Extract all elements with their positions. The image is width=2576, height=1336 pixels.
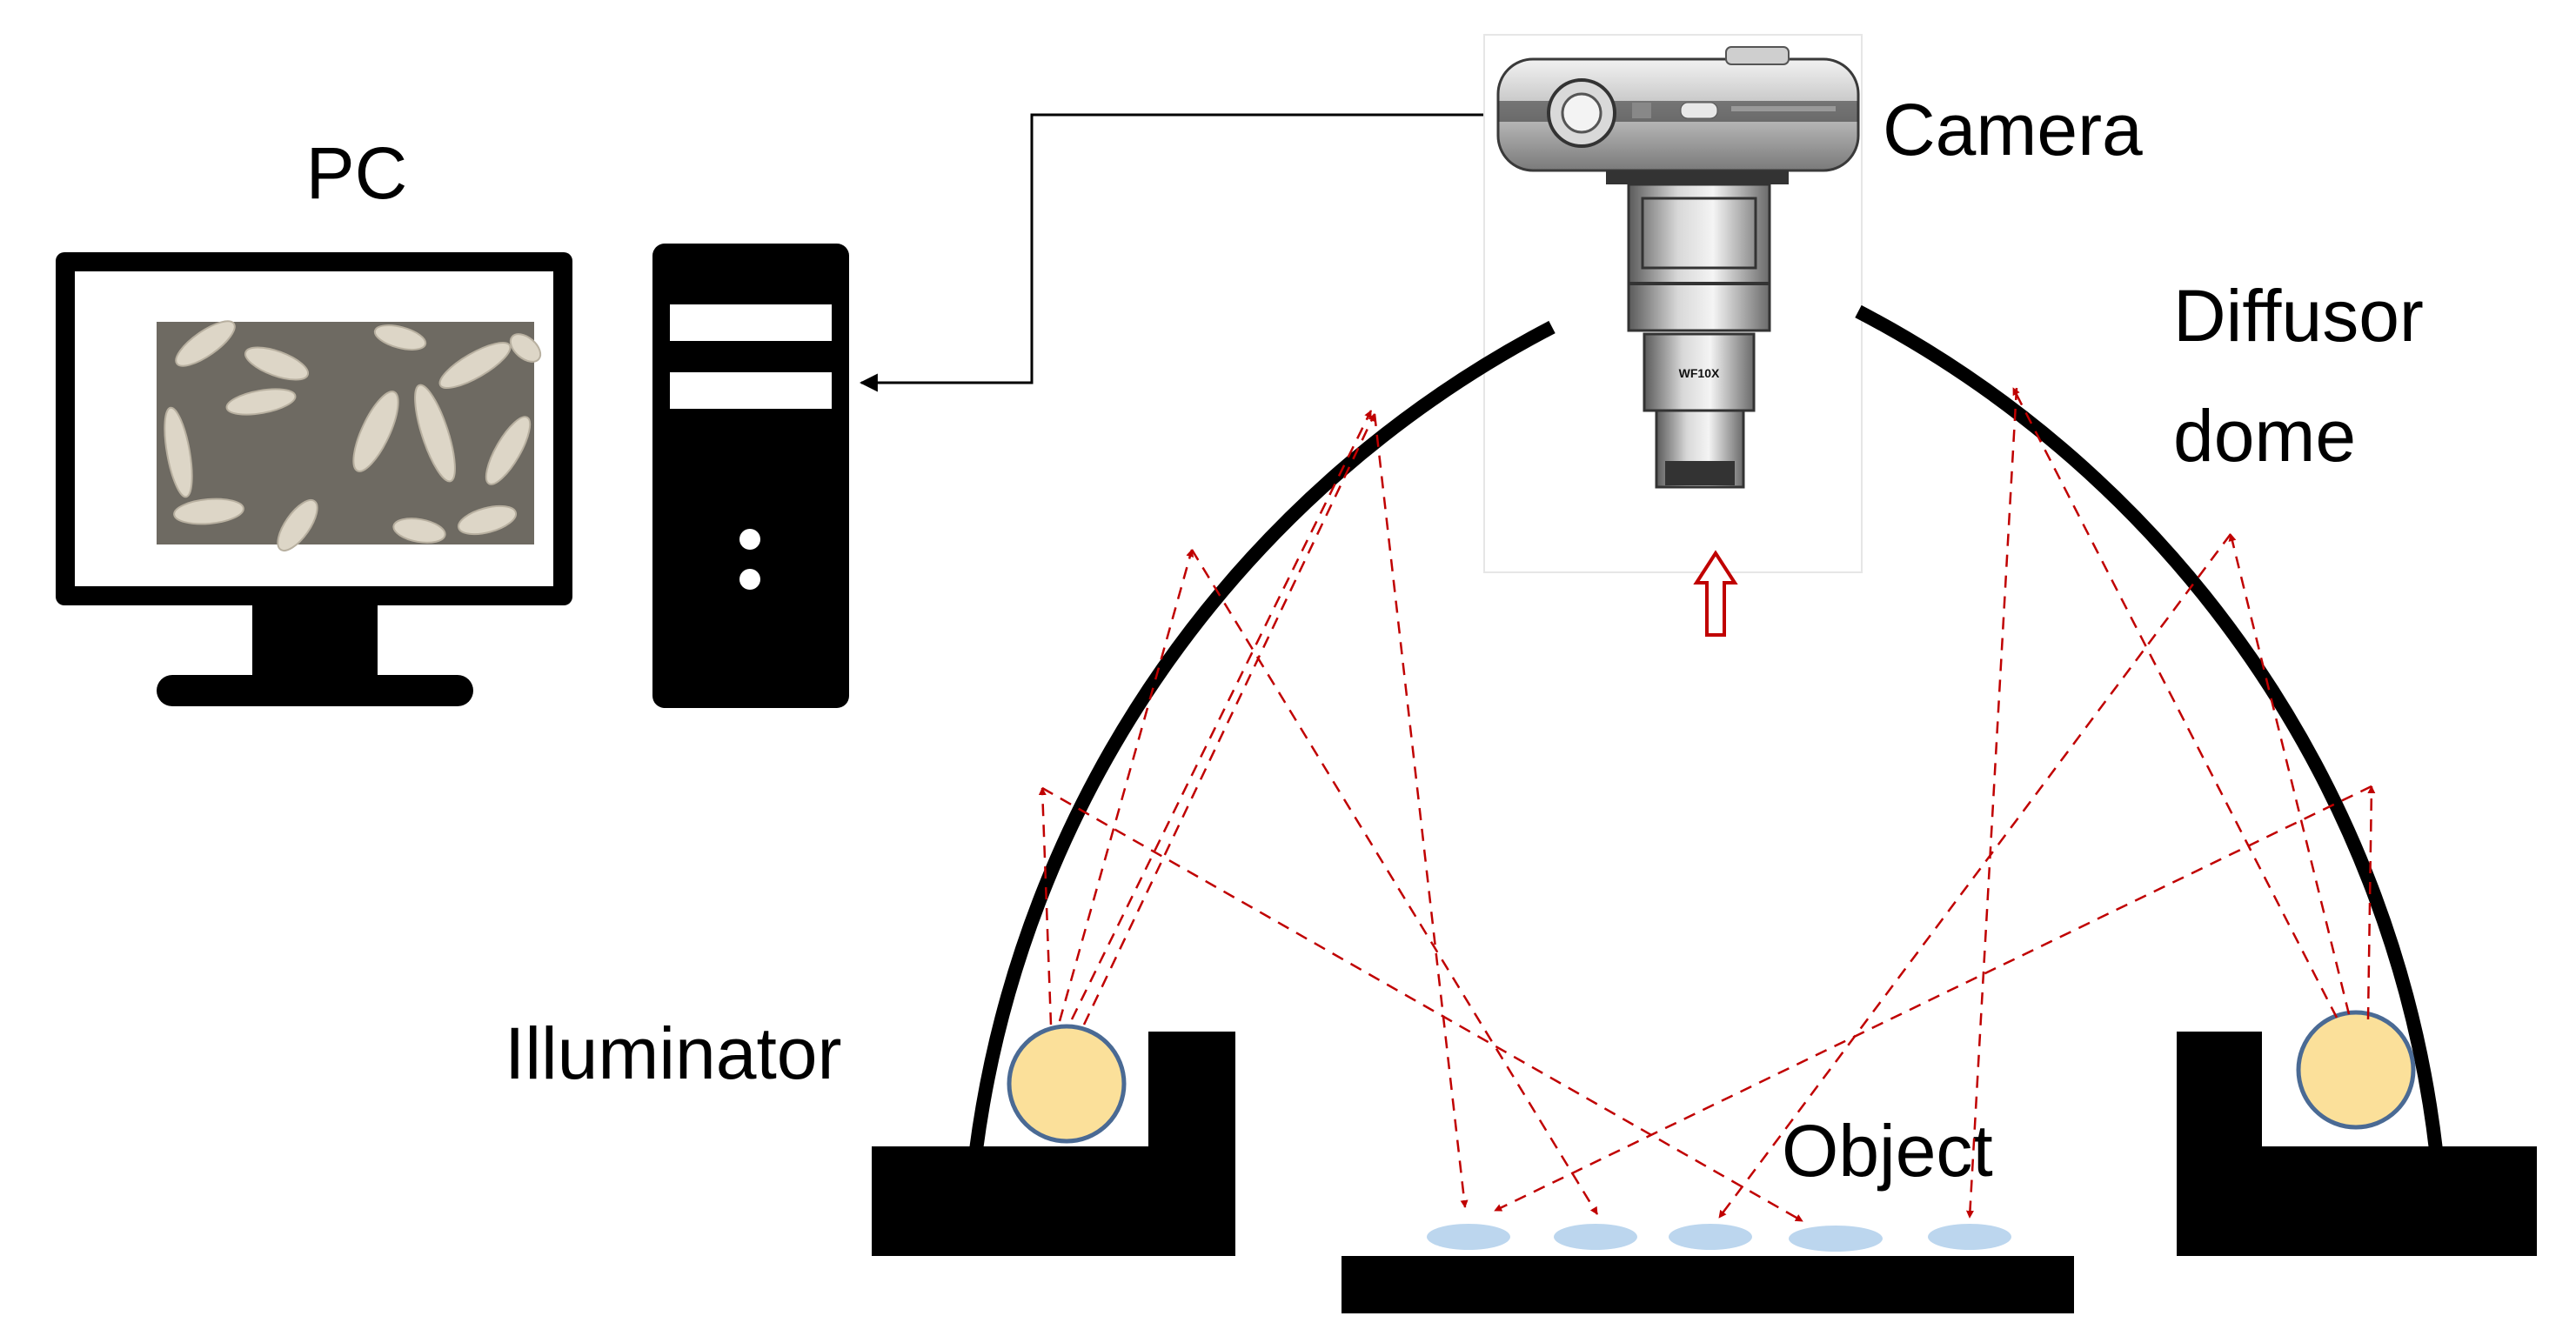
object-item bbox=[1554, 1224, 1637, 1250]
monitor-screen-rice-image bbox=[157, 320, 542, 551]
illuminator-label: Illuminator bbox=[505, 1012, 841, 1094]
diffusor-label-line2: dome bbox=[2173, 395, 2356, 477]
object-label: Object bbox=[1782, 1110, 1993, 1192]
pc-label: PC bbox=[306, 132, 408, 214]
diffusor-dome bbox=[969, 304, 2443, 1152]
pc-group: PC bbox=[56, 132, 849, 708]
illuminator-left bbox=[1007, 1024, 1127, 1144]
diffusor-label-line1: Diffusor bbox=[2173, 275, 2424, 357]
pc-tower-icon bbox=[652, 244, 849, 708]
right-base bbox=[2177, 1032, 2537, 1256]
ray bbox=[1070, 410, 1373, 1020]
camera-label: Camera bbox=[1883, 89, 2143, 170]
object-item bbox=[1669, 1224, 1752, 1250]
microscope-camera-icon: WF10X bbox=[1496, 46, 1860, 489]
illuminator-right bbox=[2296, 1010, 2416, 1130]
ray bbox=[1082, 413, 1376, 1025]
ray bbox=[1058, 549, 1194, 1022]
ray bbox=[1717, 533, 2232, 1219]
camera-to-pc-cable bbox=[859, 113, 1502, 392]
ray bbox=[2228, 533, 2351, 1015]
object-item bbox=[1789, 1226, 1883, 1252]
ray bbox=[2011, 387, 2338, 1019]
light-rays bbox=[1038, 387, 2376, 1223]
object-item bbox=[1427, 1224, 1510, 1250]
left-base bbox=[872, 1032, 1235, 1256]
hollow-up-arrow-icon bbox=[1693, 550, 1738, 637]
ray bbox=[1965, 387, 2018, 1219]
object-item bbox=[1928, 1224, 2011, 1250]
lens-marking: WF10X bbox=[1679, 366, 1720, 380]
objects bbox=[1427, 1224, 2011, 1252]
ray bbox=[1494, 785, 2372, 1212]
ray bbox=[2366, 785, 2376, 1020]
object-stage bbox=[1342, 1256, 2074, 1313]
ray bbox=[1373, 413, 1469, 1208]
camera-group: WF10X Camera bbox=[1483, 34, 2143, 573]
ray bbox=[1038, 787, 1053, 1025]
ray bbox=[1190, 549, 1599, 1215]
